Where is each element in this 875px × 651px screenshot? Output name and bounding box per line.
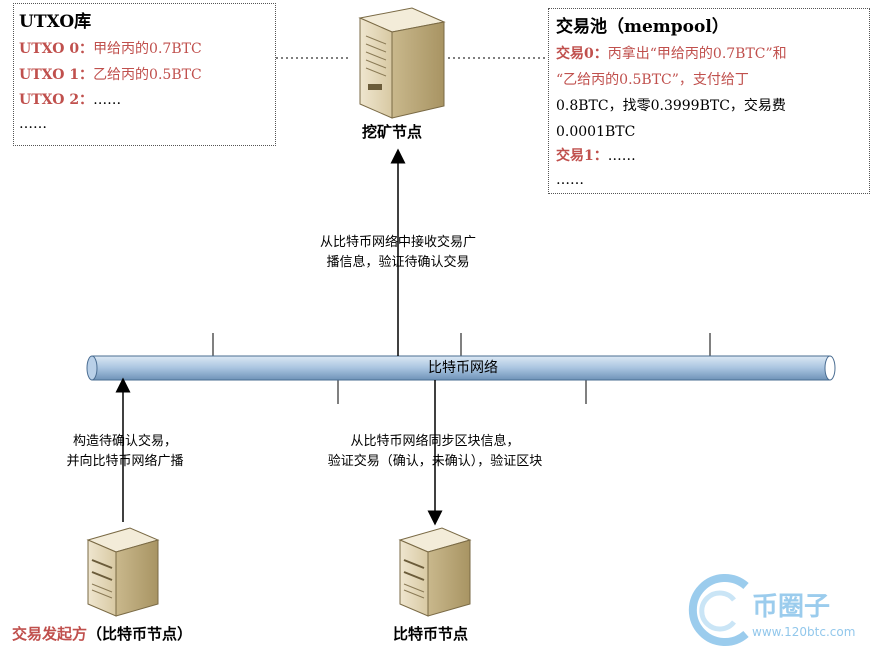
mempool-box: 交易池（mempool） 交易0：丙拿出“甲给丙的0.7BTC”和 “乙给丙的0… [548, 8, 870, 194]
watermark-logo-icon [688, 574, 749, 646]
network-label: 比特币网络 [428, 360, 498, 376]
utxo-item: …… [19, 116, 47, 132]
edge-label-from-initiator: 构造待确认交易， 并向比特币网络广播 [66, 434, 184, 469]
utxo-box-title: UTXO库 [19, 12, 92, 32]
watermark-url: www.120btc.com [752, 625, 856, 639]
bitcoin-node-server-icon [398, 527, 472, 617]
utxo-box: UTXO库 UTXO 0：甲给丙的0.7BTC UTXO 1：乙给丙的0.5BT… [13, 3, 276, 146]
edge-label-to-miner: 从比特币网络中接收交易广 播信息，验证待确认交易 [319, 235, 476, 270]
mining-node-label: 挖矿节点 [362, 123, 423, 141]
mempool-tx1-line: 交易1：…… [556, 148, 636, 164]
utxo-item: UTXO 1：乙给丙的0.5BTC [19, 67, 202, 83]
utxo-item: UTXO 0：甲给丙的0.7BTC [19, 41, 202, 57]
mining-server-icon [358, 7, 446, 119]
mempool-tail: …… [556, 172, 584, 188]
bitcoin-node-label: 比特币节点 [393, 625, 469, 643]
utxo-item: UTXO 2：…… [19, 92, 122, 108]
mempool-tx0-line: 0.0001BTC [556, 124, 636, 140]
mempool-tx0-line: 0.8BTC，找零0.3999BTC，交易费 [556, 98, 786, 114]
mempool-box-title: 交易池（mempool） [556, 17, 729, 37]
mempool-tx0-line: 交易0：丙拿出“甲给丙的0.7BTC”和 [556, 46, 787, 62]
bitcoin-network-pipe [86, 355, 836, 381]
initiator-node-label: 交易发起方（比特币节点） [12, 625, 193, 643]
mempool-tx0-line: “乙给丙的0.5BTC”，支付给丁 [556, 72, 749, 88]
initiator-server-icon [86, 527, 160, 617]
watermark-name: 币圈子 [752, 592, 831, 622]
edge-label-to-node: 从比特币网络同步区块信息， 验证交易（确认，未确认），验证区块 [327, 434, 543, 469]
